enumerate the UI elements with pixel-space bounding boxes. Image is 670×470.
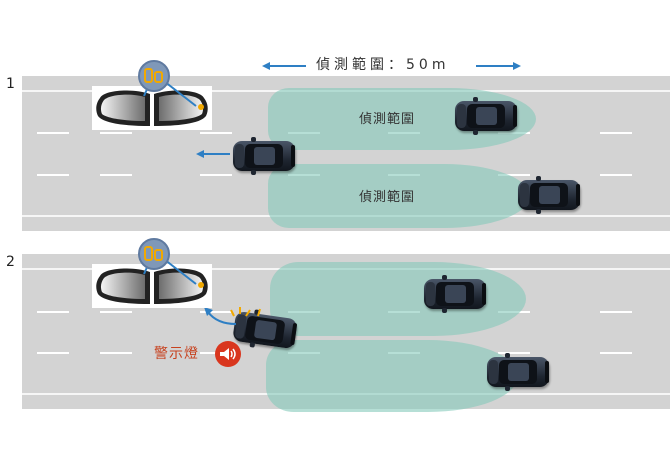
zone-label-left: 偵測範圍 bbox=[359, 112, 416, 127]
speaker-alarm-icon bbox=[215, 341, 241, 367]
detection-zone-right-lane-panel-2 bbox=[266, 340, 518, 412]
blind-spot-warning-icon bbox=[138, 238, 170, 270]
vehicle-right-lane-panel-2 bbox=[487, 353, 549, 391]
mirror-inset-panel-2 bbox=[92, 255, 212, 308]
range-arrow-left bbox=[262, 62, 306, 70]
lane-change-arrow-panel-2 bbox=[204, 307, 237, 325]
mirror-inset-panel-1 bbox=[92, 77, 212, 130]
detection-range-caption: 偵測範圍：50m bbox=[316, 57, 450, 73]
side-mirror-icon bbox=[96, 77, 208, 126]
range-arrow-right bbox=[476, 62, 521, 70]
vehicle-left-lane-panel-1 bbox=[455, 97, 517, 135]
detection-zone-left-lane-panel-2 bbox=[270, 262, 526, 336]
vehicle-left-lane-panel-2 bbox=[424, 275, 486, 313]
turn-signal-flash-icon bbox=[230, 307, 261, 317]
vehicle-right-lane-panel-1 bbox=[518, 176, 580, 214]
ego-direction-arrow-panel-1 bbox=[196, 150, 230, 158]
blind-spot-warning-icon bbox=[138, 60, 170, 92]
panel-1-label: 1 bbox=[6, 76, 15, 92]
detection-zone-right-lane bbox=[268, 164, 530, 228]
zone-label-right: 偵測範圍 bbox=[359, 190, 416, 205]
panel-2-label: 2 bbox=[6, 254, 15, 270]
warning-light-label: 警示燈 bbox=[154, 346, 199, 362]
ego-vehicle-panel-1 bbox=[233, 137, 295, 175]
side-mirror-icon bbox=[96, 255, 208, 304]
